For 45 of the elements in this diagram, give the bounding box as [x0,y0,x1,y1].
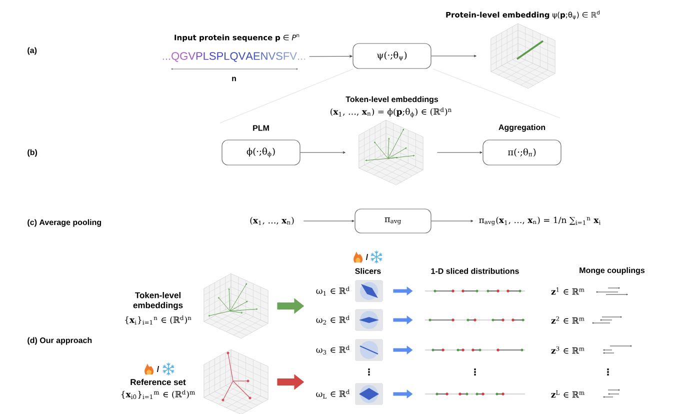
formula: ω$_{1}$ ∈ ℝ$^{d}$ [316,286,350,296]
heading: Token-level embeddings [346,96,438,104]
formula: z$^{2}$ ∈ ℝ$^{m}$ [551,316,584,324]
column-heading: 1-D sliced distributions [431,268,519,274]
heading: Aggregation [498,124,546,132]
process-box: π(·;θ$_{π}$) [482,140,562,166]
distribution-plot [424,348,526,352]
formula: ω$_{2}$ ∈ ℝ$^{d}$ [316,316,350,324]
heading: Reference set [130,378,186,386]
heading: PLM [253,125,269,131]
sequence-text: ...QGVPLSPLQVAENVSFV... [162,52,306,62]
formula: (x$_{1}$, …, x$_{n}$) = ϕ(p;θ$_{ϕ}$) ∈ (ℝ$^{d}$)$^{n}$ [330,107,452,118]
formula: π$_{avg}$(x$_{1}$, …, x$_{n}$) = 1/n ∑$_{i=1}$$^{n}$ x$_{i}$ [479,216,601,226]
formula: z$^{1}$ ∈ ℝ$^{m}$ [551,287,584,295]
formula: z$^{3}$ ∈ ℝ$^{m}$ [551,346,584,354]
arrow [431,54,476,58]
arrow [309,55,352,58]
heading: Token-level embeddings [133,292,183,310]
distribution-plot [424,290,526,292]
ellipsis: ⋮ [368,368,370,376]
panel-label: (d) Our approach [28,337,92,345]
formula: ω$_{3}$ ∈ ℝ$^{d}$ [316,345,350,355]
arrow [303,220,354,222]
formula: {x$_{i}$}$_{i=1}$$^{n}$ ∈ (ℝ$^{d}$)$^{n}$ [125,316,192,324]
process-box: π$_{avg}$ [354,208,432,234]
separator: / [156,366,160,372]
arrow [300,151,346,154]
panel-label: (b) [28,149,38,157]
dimension-label: n [232,76,236,82]
distribution-plot [424,392,526,396]
arrow [431,220,474,222]
ellipsis: ⋮ [474,368,476,376]
formula: (x$_{1}$, …, x$_{n}$) [250,216,294,226]
process-box: ϕ(·;θ$_{ϕ}$) [222,140,300,166]
distribution-plot [424,318,526,322]
formula: ω$_{L}$ ∈ ℝ$^{d}$ [316,390,350,398]
formula: {x$_{i0}$}$_{i=1}$$^{m}$ ∈ (ℝ$^{d}$)$^{m}$ [121,390,195,400]
ellipsis: ⋮ [607,368,609,376]
panel-label: (c) Average pooling [28,219,102,227]
panel-label: (a) [28,47,37,55]
separator: / [366,254,368,260]
formula: z$^{L}$ ∈ ℝ$^{m}$ [551,390,584,398]
column-heading: Monge couplings [580,267,645,275]
arrow [436,151,482,154]
process-box: ψ(·;θ$_{ψ}$) [352,43,432,69]
